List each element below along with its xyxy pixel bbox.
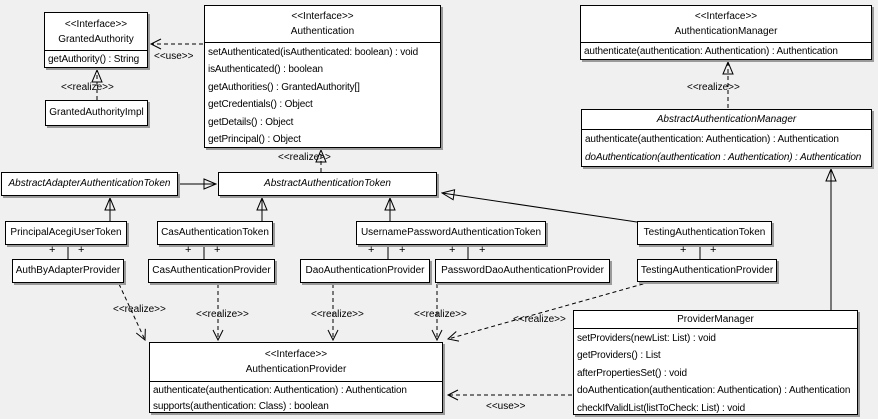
class-box-dao-authentication-provider[interactable]: DaoAuthenticationProvider: [300, 259, 430, 283]
class-name: AuthByAdapterProvider: [15, 265, 121, 276]
method-list: setAuthenticated(isAuthenticated: boolea…: [205, 43, 440, 148]
class-name: ProviderManager: [677, 314, 754, 325]
class-box-provider-manager[interactable]: ProviderManager setProviders(newList: Li…: [573, 310, 858, 415]
class-box-username-password-authentication-token[interactable]: UsernamePasswordAuthenticationToken: [356, 221, 546, 245]
method: isAuthenticated() : boolean: [208, 64, 323, 76]
class-name: AuthenticationProvider: [245, 364, 347, 375]
class-header: <<Interface>> AuthenticationProvider: [150, 343, 442, 382]
stereotype-label: <<Interface>>: [694, 11, 758, 22]
plus-adornment: +: [214, 244, 221, 256]
class-box-abstract-adapter-authentication-token[interactable]: AbstractAdapterAuthenticationToken: [1, 172, 178, 196]
class-box-testing-authentication-token[interactable]: TestingAuthenticationToken: [637, 221, 772, 245]
class-box-granted-authority-impl[interactable]: GrantedAuthorityImpl: [45, 100, 148, 126]
plus-adornment: +: [449, 244, 456, 256]
edge-label-use: <<use>>: [486, 401, 526, 412]
class-name: AbstractAuthenticationToken: [264, 178, 391, 189]
class-header: <<Interface>> AuthenticationManager: [581, 6, 871, 43]
method-list: authenticate(authentication: Authenticat…: [581, 43, 871, 60]
method: getDetails() : Object: [208, 116, 294, 128]
edge-authbyadapter-realizes-authprovider: [118, 283, 146, 342]
class-name: PasswordDaoAuthenticationProvider: [441, 265, 604, 276]
class-name: CasAuthenticationToken: [161, 227, 269, 238]
method-list: authenticate(authentication: Authenticat…: [582, 130, 871, 167]
class-box-abstract-authentication-manager[interactable]: AbstractAuthenticationManager authentica…: [581, 109, 872, 167]
method: getProviders() : List: [577, 350, 661, 362]
plus-adornment: +: [399, 244, 406, 256]
plus-adornment: +: [680, 244, 687, 256]
class-box-cas-authentication-provider[interactable]: CasAuthenticationProvider: [148, 259, 275, 283]
class-box-authentication-provider[interactable]: <<Interface>> AuthenticationProvider aut…: [149, 342, 443, 413]
plus-adornment: +: [49, 244, 56, 256]
method: getCredentials() : Object: [208, 99, 313, 111]
method: checkIfValidList(listToCheck: List) : vo…: [577, 402, 746, 414]
method: authenticate(authentication: Authenticat…: [584, 46, 838, 57]
method-list: getAuthority() : String: [45, 51, 147, 68]
class-name: AbstractAuthenticationManager: [656, 114, 797, 125]
method: authenticate(authentication: Authenticat…: [153, 385, 407, 396]
plus-adornment: +: [185, 244, 192, 256]
class-name: Authentication: [290, 26, 355, 37]
edge-label-realize: <<realize>>: [513, 314, 566, 325]
edge-label-realize: <<realize>>: [61, 82, 114, 93]
class-name: CasAuthenticationProvider: [152, 265, 271, 276]
stereotype-label: <<Interface>>: [64, 18, 128, 30]
method: afterPropertiesSet() : void: [577, 367, 687, 379]
method-list: setProviders(newList: List) : void getPro…: [574, 329, 857, 417]
class-name: AuthenticationManager: [674, 26, 778, 37]
class-name: AbstractAdapterAuthenticationToken: [8, 178, 171, 189]
class-box-authentication-manager[interactable]: <<Interface>> AuthenticationManager auth…: [580, 5, 872, 60]
edge-label-realize: <<realize>>: [311, 309, 364, 320]
edge-label-use: <<use>>: [154, 51, 194, 62]
class-header: <<Interface>> Authentication: [205, 6, 440, 43]
class-box-abstract-authentication-token[interactable]: AbstractAuthenticationToken: [218, 172, 437, 196]
edge-testingtoken-extends-abstracttoken: [442, 193, 638, 223]
stereotype-label: <<Interface>>: [264, 349, 328, 360]
class-box-auth-by-adapter-provider[interactable]: AuthByAdapterProvider: [12, 259, 124, 283]
class-name: GrantedAuthority: [58, 33, 134, 45]
class-name: GrantedAuthorityImpl: [49, 107, 144, 118]
class-box-granted-authority[interactable]: <<Interface>> GrantedAuthority getAuthor…: [44, 12, 148, 68]
class-box-authentication[interactable]: <<Interface>> Authentication setAuthenti…: [204, 5, 441, 148]
method: supports(authentication: Class) : boolea…: [153, 400, 329, 412]
method: doAuthentication(authentication : Authen…: [585, 152, 862, 163]
edge-label-realize: <<realize>>: [278, 152, 331, 163]
edge-label-realize: <<realize>>: [113, 304, 166, 315]
plus-adornment: +: [78, 244, 85, 256]
class-box-principal-acegi-user-token[interactable]: PrincipalAcegiUserToken: [5, 221, 127, 245]
method: getAuthorities() : GrantedAuthority[]: [208, 81, 360, 93]
method: setProviders(newList: List) : void: [577, 333, 716, 344]
class-name: TestingAuthenticationProvider: [640, 264, 774, 276]
class-box-testing-authentication-provider[interactable]: TestingAuthenticationProvider: [637, 259, 777, 282]
plus-adornment: +: [710, 244, 717, 256]
stereotype-label: <<Interface>>: [291, 11, 354, 22]
class-header: ProviderManager: [574, 311, 857, 329]
method: authenticate(authentication: Authenticat…: [585, 134, 839, 145]
class-header: <<Interface>> GrantedAuthority: [45, 13, 147, 51]
method-list: authenticate(authentication: Authenticat…: [150, 382, 442, 414]
plus-adornment: +: [368, 244, 375, 256]
class-name: TestingAuthenticationToken: [643, 227, 766, 238]
edge-label-realize: <<realize>>: [414, 309, 467, 320]
class-box-password-dao-authentication-provider[interactable]: PasswordDaoAuthenticationProvider: [435, 259, 610, 283]
class-name: DaoAuthenticationProvider: [305, 265, 425, 276]
edge-label-realize: <<realize>>: [687, 82, 740, 93]
method: getAuthority() : String: [48, 54, 140, 65]
class-box-cas-authentication-token[interactable]: CasAuthenticationToken: [157, 221, 273, 245]
class-header: AbstractAuthenticationManager: [582, 110, 871, 130]
class-name: PrincipalAcegiUserToken: [10, 227, 122, 238]
method: setAuthenticated(isAuthenticated: boolea…: [208, 47, 419, 58]
method: getPrincipal() : Object: [208, 134, 301, 146]
method: doAuthentication(authentication: Authent…: [577, 385, 851, 397]
class-name: UsernamePasswordAuthenticationToken: [360, 227, 542, 238]
edge-label-realize: <<realize>>: [196, 309, 249, 320]
plus-adornment: +: [479, 244, 486, 256]
